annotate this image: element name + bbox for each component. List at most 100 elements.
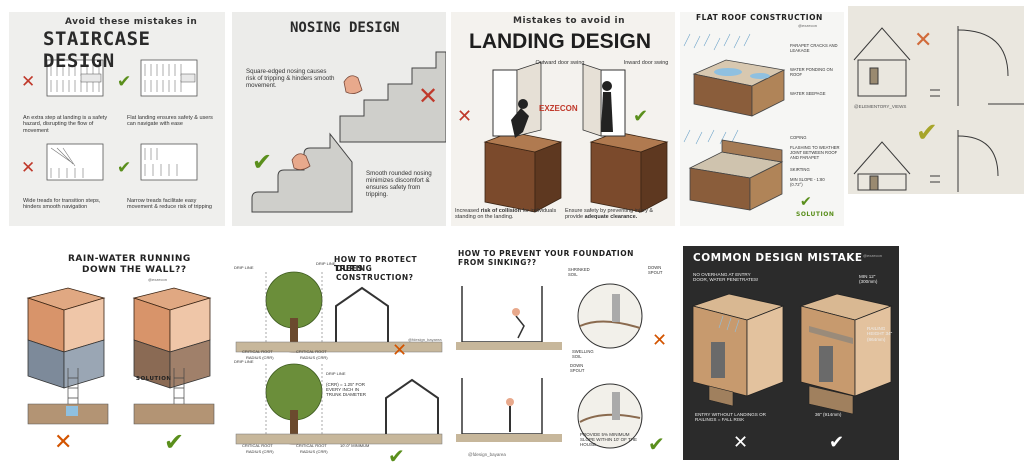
minimum-distance-label: 10'-0" MINIMUM <box>340 443 370 448</box>
tile-flat-roof[interactable]: FLAT ROOF CONSTRUCTION @exzecon PARAPET … <box>680 12 844 226</box>
note-water-ponding: WATER PONDING ON ROOF <box>790 67 833 77</box>
entry-design-illustration <box>691 293 893 415</box>
flat-roof-illustration <box>683 33 786 211</box>
cross-icon: ✕ <box>21 158 36 178</box>
check-icon: ✔ <box>633 106 649 127</box>
landing-door-illustration <box>483 61 669 213</box>
page-title: FLAT ROOF CONSTRUCTION <box>696 13 823 22</box>
check-icon: ✔ <box>800 194 812 210</box>
cross-icon: ✕ <box>457 106 473 127</box>
tile-rainwater-wall[interactable]: RAIN-WATER RUNNING DOWN THE WALL?? @exze… <box>8 248 230 462</box>
drip-line-label: DRIP LINE <box>234 265 254 270</box>
note-water-seepage: WATER SEEPAGE <box>790 91 826 96</box>
cross-icon: ✕ <box>54 430 73 455</box>
label-inward-swing: Inward door swing <box>623 60 669 66</box>
note-shrinked-soil: SHRINKED SOIL <box>568 267 590 277</box>
page-title-line2: DOWN THE WALL?? <box>82 265 187 275</box>
note-down-spout: DOWN SPOUT <box>648 265 663 275</box>
cross-icon: ✕ <box>733 432 749 453</box>
drip-line-label: DRIP LINE <box>326 371 346 376</box>
check-icon: ✔ <box>117 72 132 92</box>
check-icon: ✔ <box>117 158 132 178</box>
caption-extra-step: An extra step at landing is a safety haz… <box>23 115 108 134</box>
page-title-line1: RAIN-WATER RUNNING <box>68 254 191 264</box>
tile-common-design-mistake[interactable]: COMMON DESIGN MISTAKE @exzecon NO OVERHA… <box>683 246 899 460</box>
rainwater-wall-illustration <box>26 287 215 425</box>
critical-root-label: CRITICAL ROOT <box>242 443 273 448</box>
handle-label: @ELEMENTORY_VIEWS <box>854 104 907 109</box>
tile-nosing-design[interactable]: NOSING DESIGN Square-edged nosing causes… <box>232 12 446 226</box>
caption-rounded-nosing: Smooth rounded nosing minimizes discomfo… <box>366 170 432 199</box>
page-title: STAIRCASE DESIGN <box>43 28 151 72</box>
note-fall-risk: ENTRY WITHOUT LANDINGS OR RAILINGS = FAL… <box>695 412 766 423</box>
page-subtitle: Mistakes to avoid in <box>513 16 626 26</box>
caption-narrow-treads: Narrow treads facilitate easy movement &… <box>127 198 212 211</box>
tile-foundation-sinking[interactable]: HOW TO PREVENT YOUR FOUNDATION FROM SINK… <box>452 246 676 466</box>
page-title-line2: DURING CONSTRUCTION? <box>336 264 414 282</box>
check-icon: ✔ <box>252 148 273 176</box>
staircase-plans-illustration <box>46 59 198 181</box>
label-outward-swing: Outward door swing <box>535 60 585 66</box>
cross-icon: ✕ <box>914 28 933 53</box>
formula-label: (CRR) = 1.25" FOR EVERY INCH IN TRUNK DI… <box>326 382 367 398</box>
tile-door-swing-sketch[interactable]: ✕ ✔ @ELEMENTORY_VIEWS <box>848 6 1024 194</box>
critical-root-label: CRITICAL ROOT <box>296 349 327 354</box>
tile-landing-design[interactable]: Mistakes to avoid in LANDING DESIGN Outw… <box>451 12 675 226</box>
page-title: LANDING DESIGN <box>469 30 652 53</box>
handle-label: @fdesign_bayarea <box>468 452 506 457</box>
solution-label: SOLUTION <box>136 376 172 382</box>
note-coping: COPING <box>790 135 807 140</box>
drip-line-label: DRIP LINE <box>316 261 336 266</box>
caption-clearance: Ensure safety by preventing injury & pro… <box>565 208 654 221</box>
drip-line-label: DRIP LINE <box>234 359 254 364</box>
protect-trees-illustration <box>235 271 443 445</box>
note-swelling-soil: SWELLING SOIL <box>572 349 594 359</box>
note-skirting: SKIRTING <box>790 167 810 172</box>
check-icon: ✔ <box>648 432 665 456</box>
note-min-slope: MIN SLOPE - 1:80 (0.72°) <box>790 177 825 187</box>
page-title-line1: HOW TO PREVENT YOUR FOUNDATION <box>458 249 634 258</box>
page-title: NOSING DESIGN <box>290 20 400 36</box>
cross-icon: ✕ <box>418 82 439 110</box>
critical-root-label: CRITICAL ROOT <box>242 349 273 354</box>
radius-label: RADIUS (CRR) <box>246 449 274 454</box>
note-landing-depth: 36" (914mm) <box>815 412 842 417</box>
radius-label: RADIUS (CRR) <box>300 449 328 454</box>
note-railing-height: RAILING HEIGHT 34" (864mm) <box>867 326 893 342</box>
page-title: COMMON DESIGN MISTAKE <box>693 252 863 264</box>
caption-wide-treads: Wide treads for transition steps, hinder… <box>23 198 101 211</box>
critical-root-label: CRITICAL ROOT <box>296 443 327 448</box>
page-title-line2: FROM SINKING?? <box>458 258 537 267</box>
note-min-overhang: MIN 12" (300mm) <box>859 274 878 285</box>
note-provide-slope: PROVIDE 5% MINIMUM SLOPE WITHIN 10' OF T… <box>580 432 638 448</box>
tile-staircase-design[interactable]: Avoid these mistakes in STAIRCASE DESIGN… <box>9 12 225 226</box>
check-icon: ✔ <box>829 432 845 453</box>
page-title-line1: HOW TO PROTECT TREES <box>334 255 418 273</box>
radius-label: RADIUS (CRR) <box>246 355 274 360</box>
check-icon: ✔ <box>388 444 405 468</box>
handle-label: @exzecon <box>863 253 882 258</box>
tile-protect-trees[interactable]: HOW TO PROTECT TREES DURING CONSTRUCTION… <box>232 248 446 470</box>
door-swing-sketch-illustration <box>853 26 1024 192</box>
cross-icon: ✕ <box>392 340 408 361</box>
cross-icon: ✕ <box>652 330 668 351</box>
note-down-spout: DOWN SPOUT <box>570 363 585 373</box>
handle-label: @exzecon <box>148 277 167 282</box>
handle-label: @exzecon <box>798 23 817 28</box>
caption-collision-risk: Increased risk of collision for individu… <box>455 208 557 221</box>
solution-label: SOLUTION <box>796 211 835 218</box>
brand-logo: EXZECON <box>539 104 578 113</box>
radius-label: RADIUS (CRR) <box>300 355 328 360</box>
note-no-overhang: NO OVERHANG AT ENTRY DOOR, WATER PENETRA… <box>693 272 759 283</box>
nosing-stairs-illustration <box>251 51 446 213</box>
foundation-sinking-illustration <box>456 283 643 449</box>
check-icon: ✔ <box>916 118 938 148</box>
note-parapet-cracks: PARAPET CRACKS AND LEAKAGE <box>790 43 838 53</box>
caption-square-nosing: Square-edged nosing causes risk of tripp… <box>246 68 335 90</box>
handle-label: @fdesign_bayarea <box>408 337 442 342</box>
cross-icon: ✕ <box>21 72 36 92</box>
page-subtitle: Avoid these mistakes in <box>65 17 198 27</box>
check-icon: ✔ <box>164 428 185 456</box>
caption-flat-landing: Flat landing ensures safety & users can … <box>127 115 213 128</box>
note-flashing: FLASHING TO WEATHER JOINT BETWEEN ROOF A… <box>790 145 840 160</box>
